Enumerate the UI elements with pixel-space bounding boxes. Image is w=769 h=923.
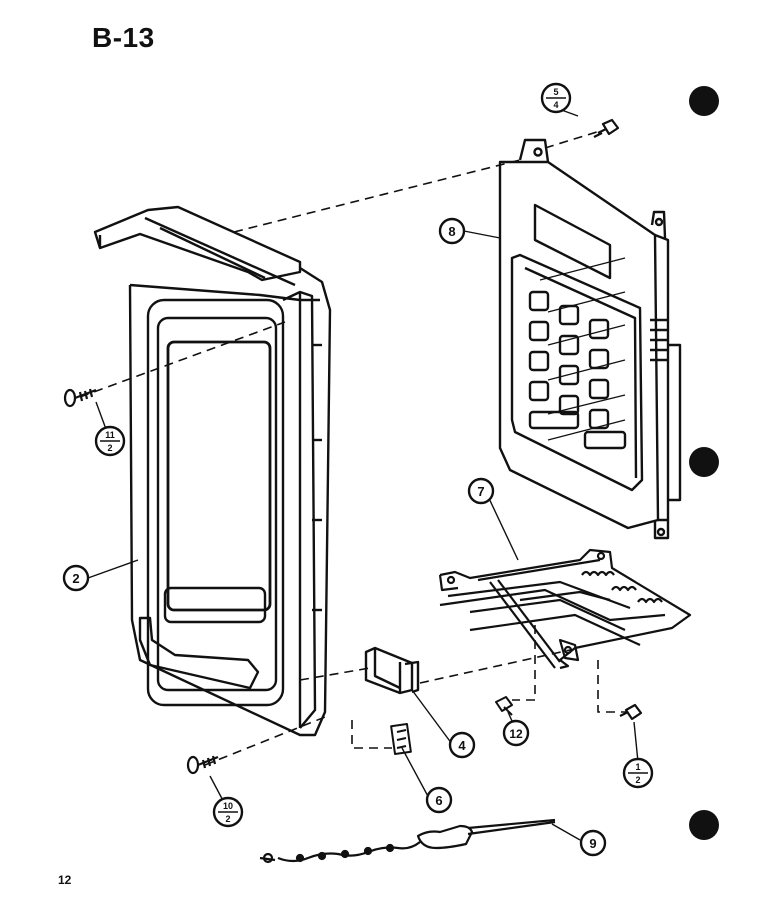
switch-assembly-part-7 [438, 548, 692, 670]
screw-part-12 [495, 696, 513, 716]
screw-ref-top: 5 4 [540, 82, 572, 114]
binder-hole-middle [689, 447, 719, 477]
callout-part-2-label: 2 [72, 571, 79, 586]
screw-ref-bottom-num: 10 [223, 801, 233, 811]
door-frame-part-2 [93, 205, 332, 737]
callout-part-9-label: 9 [589, 836, 596, 851]
connector-block-part-4 [364, 646, 420, 695]
page-number: 12 [58, 873, 72, 887]
assembly-lines [79, 130, 628, 766]
binder-holes [689, 86, 719, 840]
screw-left [63, 388, 97, 408]
callout-part-2: 2 [62, 564, 90, 592]
screw-ref-top-num: 5 [553, 87, 558, 97]
screw-ref-right-num: 1 [635, 762, 640, 772]
binder-hole-top [689, 86, 719, 116]
screw-ref-right: 1 2 [622, 757, 654, 789]
screw-ref-bottom-den: 2 [225, 814, 230, 824]
screw-bottom [186, 755, 219, 775]
callout-part-8-label: 8 [448, 224, 455, 239]
screw-ref-left: 11 2 [94, 425, 126, 457]
screw-ref-right-den: 2 [635, 775, 640, 785]
control-panel-part-8 [498, 138, 682, 540]
callout-part-4: 4 [448, 731, 476, 759]
page-title: B-13 [92, 22, 155, 53]
callout-part-6-label: 6 [435, 793, 442, 808]
screw-ref-left-den: 2 [107, 443, 112, 453]
screw-right [619, 703, 643, 721]
screws [63, 118, 643, 775]
callout-part-4-label: 4 [458, 738, 466, 753]
callout-part-7-label: 7 [477, 484, 484, 499]
callout-part-12-label: 12 [509, 727, 523, 741]
screw-ref-bottom: 10 2 [212, 796, 244, 828]
callout-part-12: 12 [502, 719, 530, 747]
screw-ref-left-num: 11 [105, 430, 115, 440]
screw-ref-top-den: 4 [553, 100, 558, 110]
binder-hole-bottom [689, 810, 719, 840]
clip-part-6 [390, 723, 412, 755]
screw-top [593, 118, 620, 138]
callout-part-8: 8 [438, 217, 466, 245]
leader-lines [87, 107, 639, 841]
callout-part-6: 6 [425, 786, 453, 814]
callout-part-9: 9 [579, 829, 607, 857]
probe-part-9 [259, 818, 556, 864]
callout-part-7: 7 [467, 477, 495, 505]
